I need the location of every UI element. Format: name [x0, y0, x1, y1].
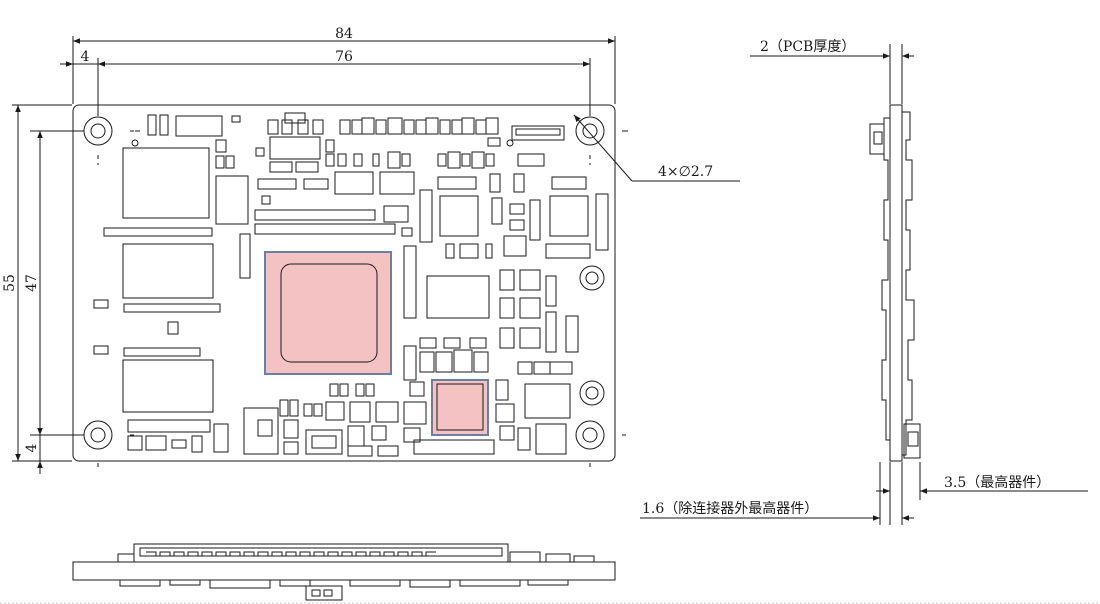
dim-label-84: 84	[335, 26, 353, 42]
front-pcb	[72, 561, 616, 581]
smd-row-top	[147, 112, 499, 137]
ram-chip-2	[122, 359, 214, 413]
chip-u6	[439, 195, 479, 237]
ram-chip-1	[122, 243, 214, 299]
pcb-thickness-label: 2（PCB厚度）	[760, 39, 855, 55]
smd-left-strips	[93, 227, 229, 453]
mount-hole-bottom-right	[575, 420, 605, 450]
top-view	[72, 104, 628, 471]
tallest-except-connector-label: 1.6（除连接器外最高器件）	[642, 500, 818, 517]
smd-row-3	[254, 173, 587, 237]
chip-u4	[215, 175, 249, 225]
dimension-labels-top: 84 76 4 55 47 4 4×∅2.7	[2, 26, 713, 452]
dim-label-4-v: 4	[24, 443, 40, 452]
pmic-chip	[431, 379, 489, 436]
side-pcb	[889, 104, 903, 462]
mount-hole-top-right	[575, 116, 605, 146]
board-to-board-connector	[133, 543, 509, 563]
standoff-right-lower	[579, 380, 605, 406]
chip-u8	[524, 383, 571, 419]
mount-hole-label: 4×∅2.7	[658, 164, 713, 180]
standoff-right-middle	[579, 265, 605, 291]
chip-u5	[426, 275, 490, 319]
soc-chip	[264, 251, 392, 375]
chip-u11	[379, 171, 415, 195]
dimension-labels-side: 2（PCB厚度） 3.5（最高器件） 1.6（除连接器外最高器件）	[642, 39, 1050, 517]
hole-leader	[573, 114, 633, 182]
chip-u9	[269, 136, 321, 160]
side-view	[869, 104, 921, 462]
silkscreen-marks	[131, 130, 628, 147]
dim-label-47: 47	[24, 274, 40, 292]
smd-bottom-middle	[243, 381, 427, 457]
tallest-component-label: 3.5（最高器件）	[944, 474, 1050, 491]
dimensions-top-view	[12, 36, 740, 474]
dimensions-side-view	[640, 44, 1088, 525]
flash-chip-1	[122, 147, 210, 219]
dim-label-76: 76	[335, 49, 353, 65]
smd-columns	[239, 189, 609, 455]
chip-u7	[549, 195, 589, 237]
dim-label-4-h: 4	[81, 49, 90, 65]
smd-row-2	[215, 137, 545, 173]
chip-u10	[334, 171, 374, 195]
dim-label-55: 55	[2, 274, 18, 292]
fpc-connector	[506, 125, 565, 147]
front-view	[72, 543, 616, 601]
